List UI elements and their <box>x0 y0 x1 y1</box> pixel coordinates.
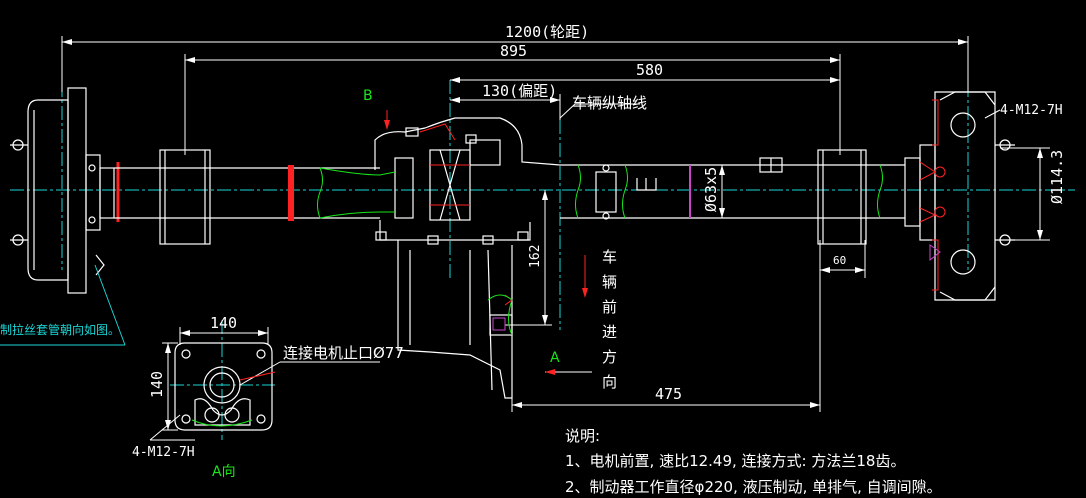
left-brake-drum <box>10 87 115 294</box>
green-outline <box>319 167 396 176</box>
right-hub <box>904 91 1015 301</box>
differential-housing <box>374 117 617 399</box>
accent-box <box>492 317 506 331</box>
a-view-green <box>191 419 253 427</box>
notes-line-1: 1、电机前置, 速比12.49, 连接方式: 方法兰18齿。 <box>565 452 905 470</box>
notes-line-2: 2、制动器工作直径φ220, 液压制动, 单排气, 自调间隙。 <box>565 478 942 496</box>
dim-475: 475 <box>655 385 682 403</box>
dim-162: 162 <box>528 245 543 268</box>
flange-bolts-label: 4-M12-7H <box>1000 103 1063 118</box>
green-outline-3 <box>487 294 513 336</box>
direction-char: 车 <box>602 248 617 266</box>
tube-hatch <box>288 165 294 221</box>
view-a-label: A向 <box>212 464 236 480</box>
dim-114: Ø114.3 <box>1048 150 1066 204</box>
flange-bolts-label-2: 4-M12-7H <box>132 445 195 460</box>
arrowheads <box>62 39 1043 430</box>
direction-char: 进 <box>602 323 617 341</box>
dim-wheelbase: 1200(轮距) <box>505 23 589 41</box>
dim-140-vertical: 140 <box>148 371 166 398</box>
notes-title: 说明: <box>565 427 600 445</box>
housing-hatch <box>419 123 513 306</box>
direction-arrowhead <box>582 288 588 298</box>
brake-note-leader <box>94 264 126 346</box>
motor-port-label: 连接电机止口Ø77 <box>283 344 404 362</box>
dim-140-horizontal: 140 <box>210 314 237 332</box>
green-outline-2 <box>319 211 395 219</box>
dim-580: 580 <box>636 61 663 79</box>
dim-60: 60 <box>833 254 846 267</box>
direction-char: 辆 <box>602 273 617 291</box>
dimension-lines <box>61 36 1050 441</box>
brake-note: 制拉丝套管朝向如图。 <box>0 322 120 337</box>
centerlines <box>10 60 1075 440</box>
dim-offset: 130(偏距) <box>482 82 557 100</box>
port-leader <box>239 371 276 381</box>
direction-char: 前 <box>602 298 617 316</box>
direction-label: 车 辆 前 进 方 向 <box>602 248 617 391</box>
dim-63: Ø63x5 <box>702 167 720 212</box>
break-marks <box>317 164 883 219</box>
direction-char: 方 <box>602 348 617 366</box>
marker-b: B <box>363 88 373 104</box>
axis-label: 车辆纵轴线 <box>572 94 647 112</box>
right-hub-hatch <box>919 99 946 291</box>
direction-char: 向 <box>602 373 617 391</box>
marker-a: A <box>550 350 560 366</box>
accent-marker <box>929 244 941 262</box>
dim-895: 895 <box>500 42 527 60</box>
axle-tube <box>114 149 905 245</box>
a-view-flange <box>174 342 273 431</box>
